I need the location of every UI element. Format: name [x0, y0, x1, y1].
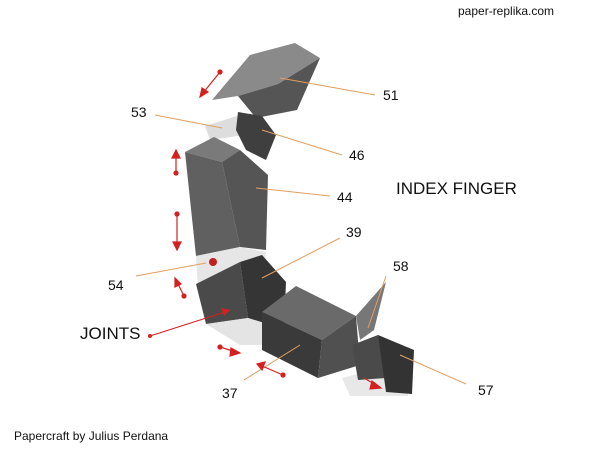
segment-46: [236, 112, 276, 160]
credit: Papercraft by Julius Perdana: [14, 429, 169, 443]
site-url: paper-replika.com: [458, 4, 555, 18]
label-54: 54: [108, 277, 124, 293]
label-44: 44: [337, 189, 353, 205]
segment-44-right: [222, 150, 268, 250]
segment-58: [356, 282, 386, 340]
label-39: 39: [346, 224, 362, 240]
leader-lines: [135, 77, 467, 385]
segment-44-top: [185, 137, 240, 162]
label-53: 53: [131, 104, 147, 120]
label-46: 46: [349, 147, 365, 163]
motion-arrows: [171, 69, 383, 390]
label-37: 37: [222, 385, 238, 401]
segment-37-side: [318, 316, 360, 378]
segment-44-left: [185, 152, 240, 256]
segment-51-side: [238, 58, 320, 118]
label-58: 58: [393, 258, 409, 274]
label-51: 51: [383, 87, 399, 103]
segment-57-left: [352, 335, 386, 380]
finger-segments: [185, 43, 414, 396]
segment-51-top: [212, 43, 320, 100]
segment-37-front: [262, 312, 322, 378]
joint-pointer: [148, 308, 230, 338]
title-index-finger: INDEX FINGER: [396, 179, 517, 198]
segment-39-left: [196, 262, 248, 324]
segment-37-top: [262, 286, 356, 340]
joints-label: JOINTS: [80, 324, 141, 343]
label-57: 57: [478, 382, 494, 398]
joint-53: [205, 115, 245, 140]
segment-57-right: [378, 335, 414, 394]
